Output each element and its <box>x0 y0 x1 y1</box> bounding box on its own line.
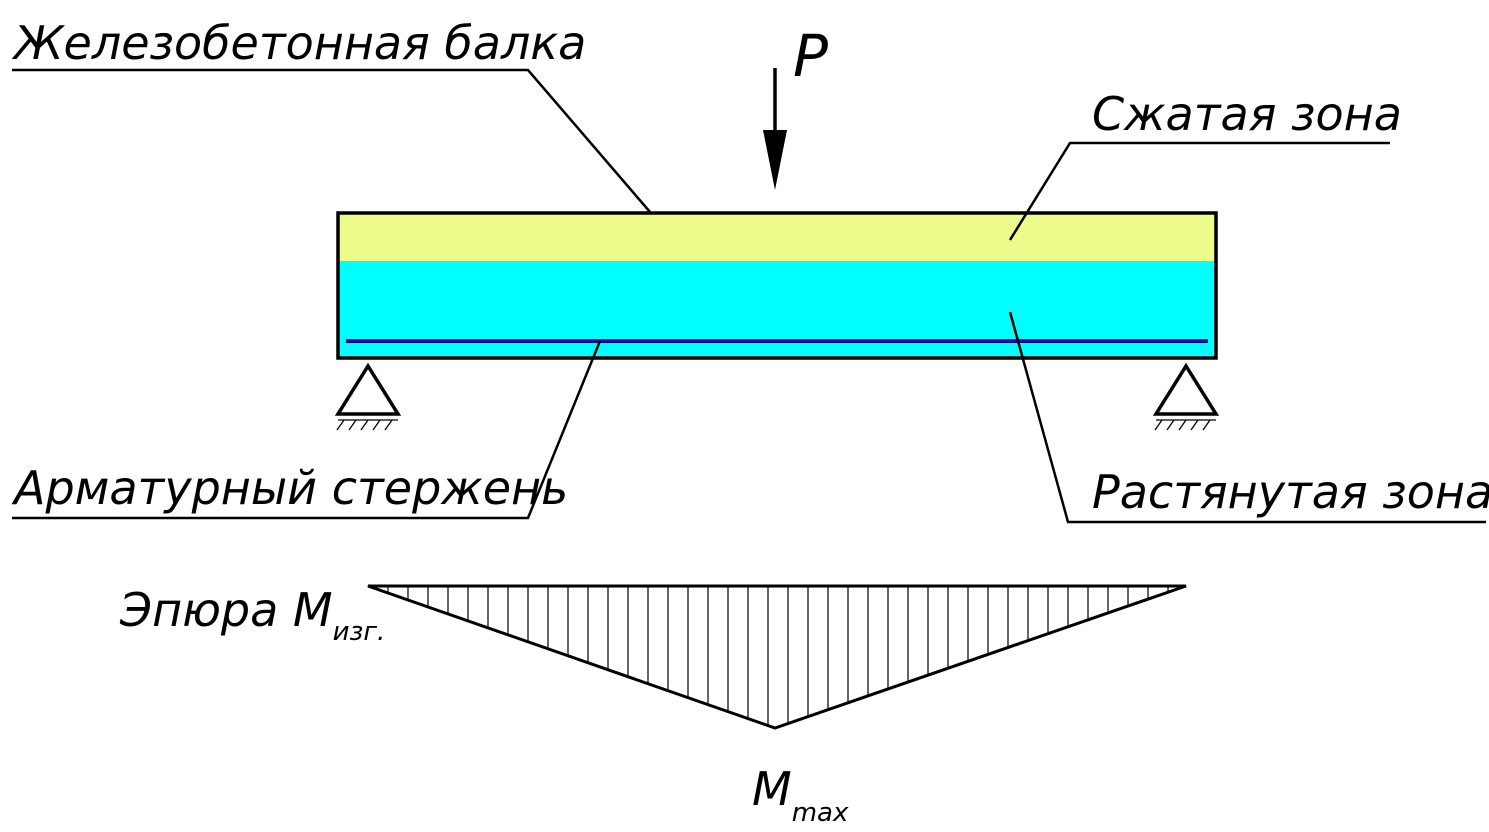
max-moment-label: Mmax <box>752 762 849 828</box>
moment-hatching <box>387 586 1169 726</box>
compressed-zone <box>338 213 1216 261</box>
beam-leader <box>12 68 651 213</box>
tension-zone-label: Растянутая зона <box>1092 465 1489 519</box>
load-label: P <box>793 22 828 90</box>
moment-diagram <box>367 584 1187 730</box>
load-arrow <box>763 68 787 190</box>
max-moment-main: M <box>752 762 792 816</box>
moment-diagram-subscript: изг. <box>333 617 386 647</box>
rebar-leader <box>12 340 602 520</box>
left-support <box>334 362 402 431</box>
max-moment-subscript: max <box>792 798 849 828</box>
compressed-zone-label: Сжатая зона <box>1092 87 1402 141</box>
tension-zone-leader <box>1008 311 1486 524</box>
tension-zone <box>338 261 1216 358</box>
rebar-label: Арматурный стержень <box>11 461 568 515</box>
beam-outline <box>336 211 1218 360</box>
moment-diagram-label: Эпюра Mизг. <box>119 583 385 647</box>
beam-label: Железобетонная балка <box>11 16 586 70</box>
compressed-zone-leader <box>1008 141 1390 241</box>
right-support <box>1152 362 1220 431</box>
moment-diagram-prefix: Эпюра M <box>119 583 333 637</box>
